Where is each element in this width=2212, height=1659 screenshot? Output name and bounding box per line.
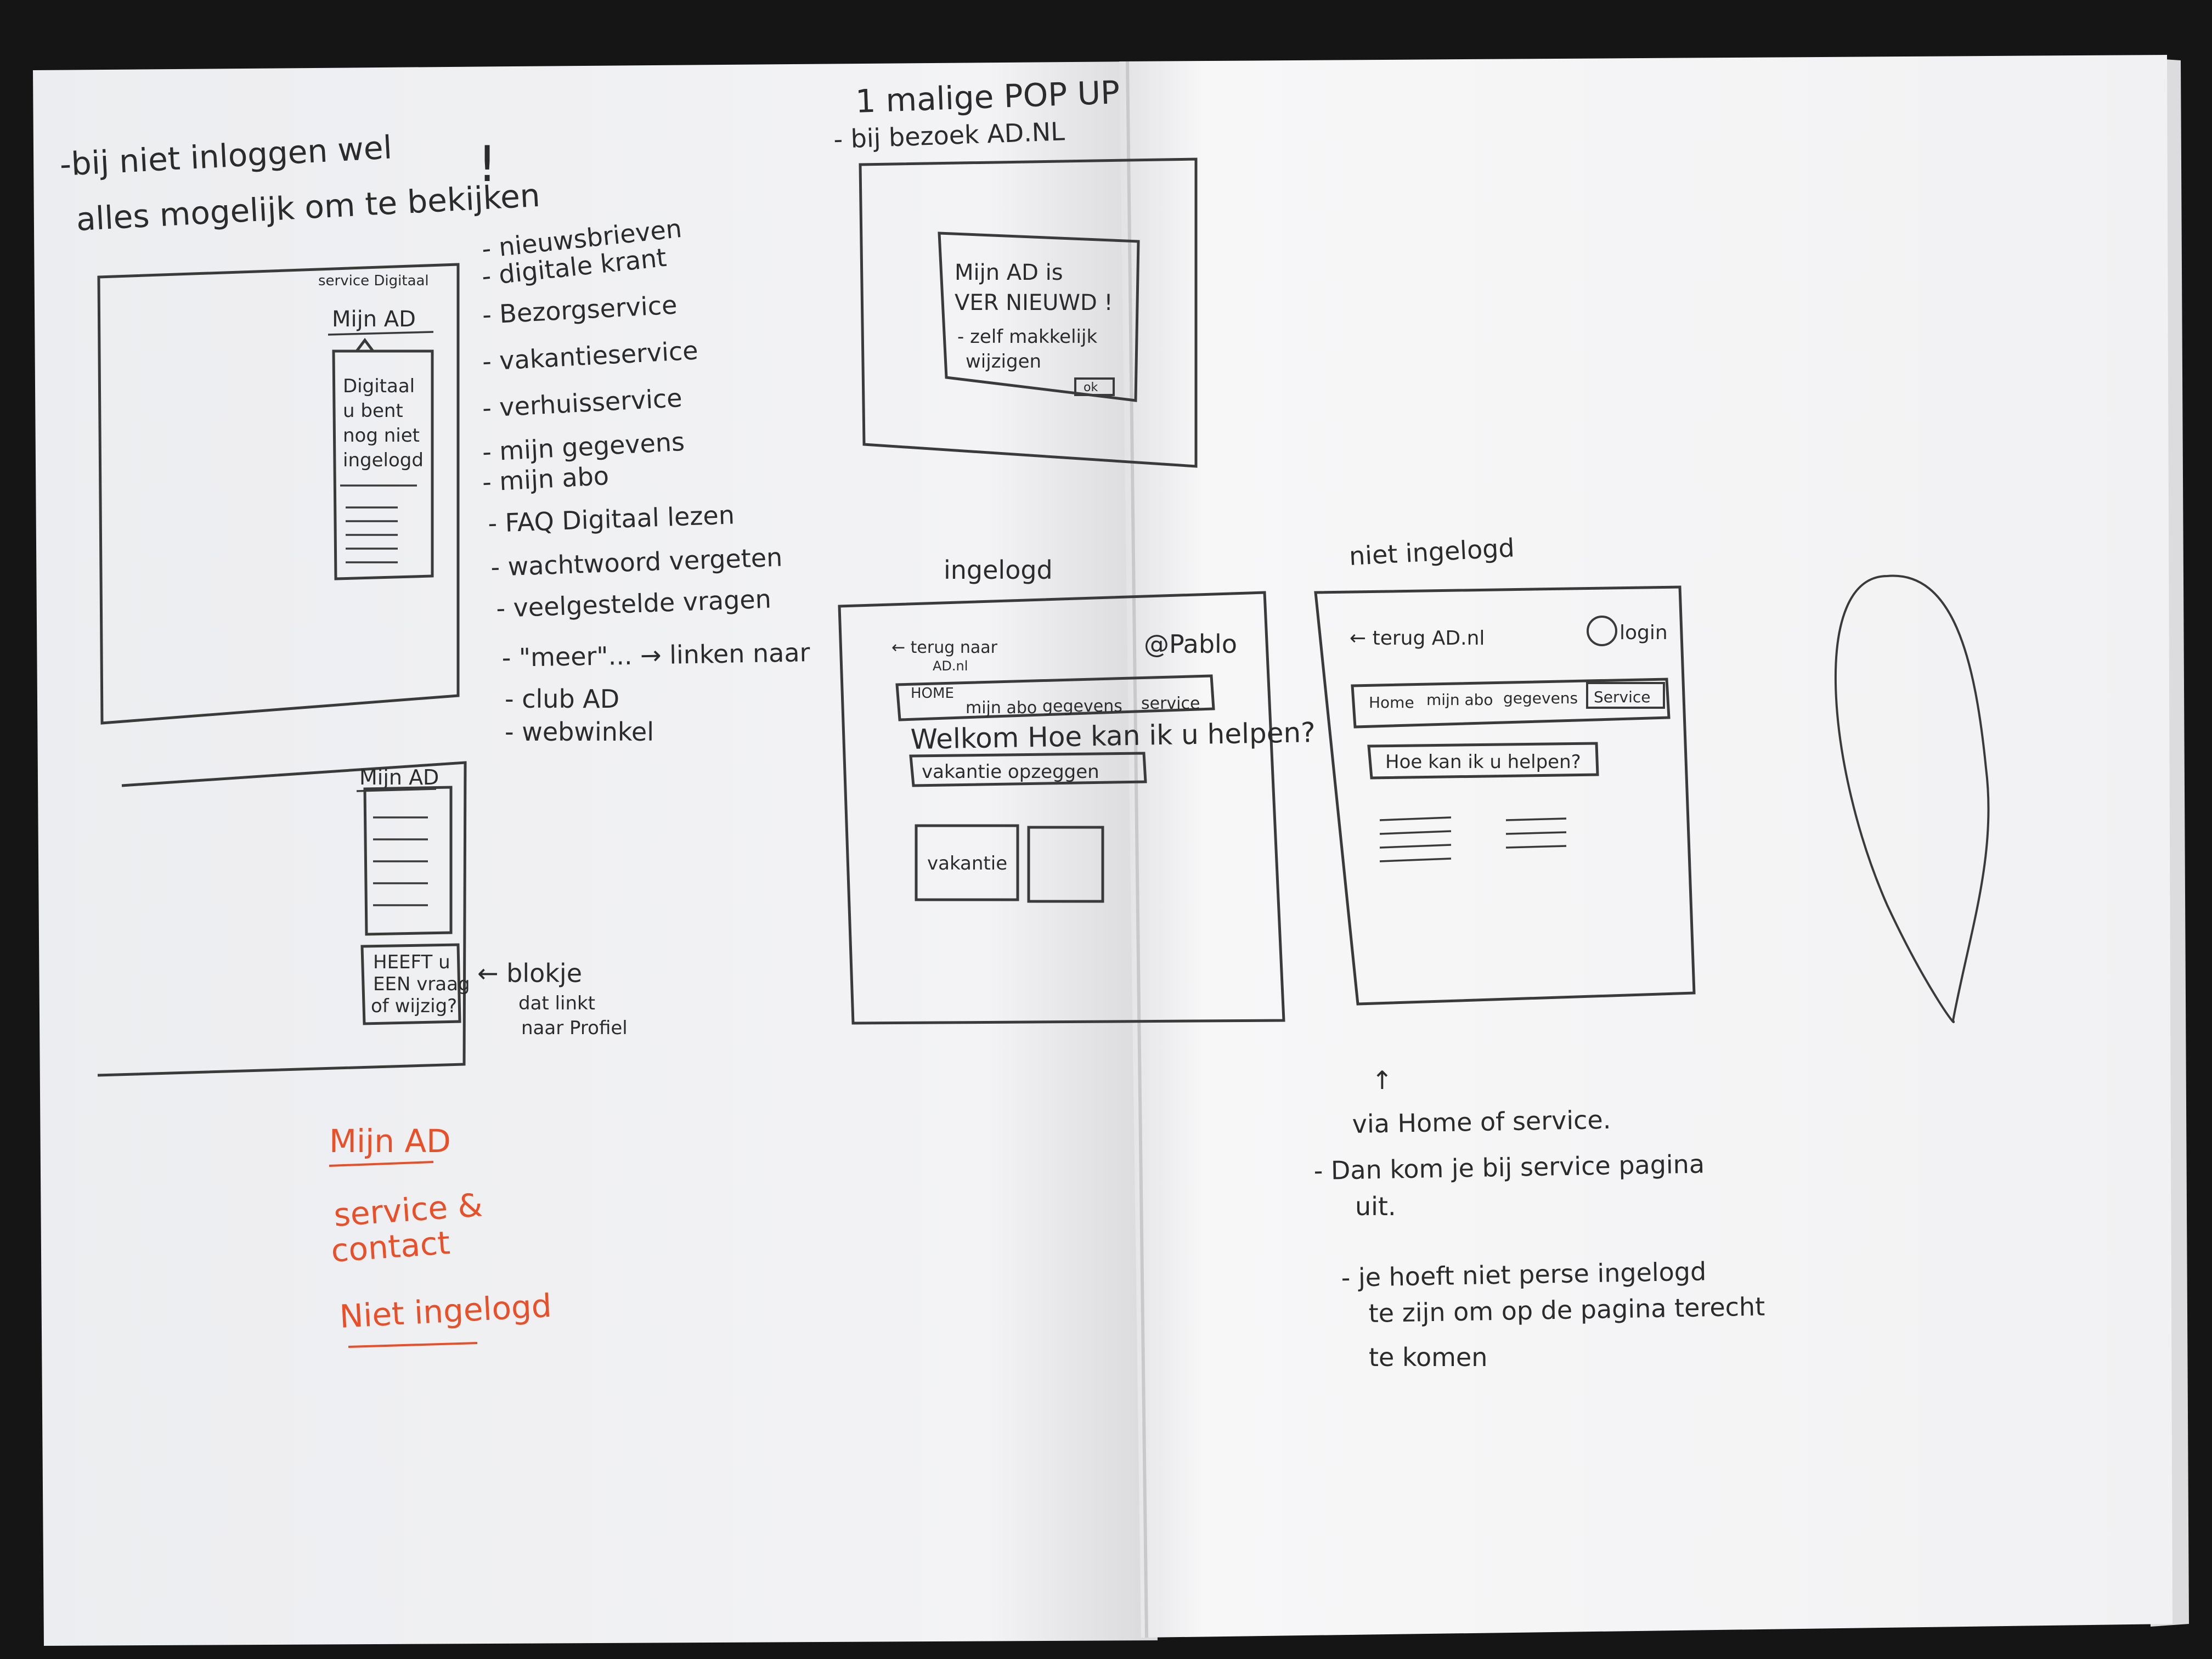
logged-in-search: vakantie opzeggen xyxy=(909,752,1147,787)
popup-line-2: VER NIEUWD ! xyxy=(955,290,1113,315)
sketch2-annotation-1: ← blokje xyxy=(477,958,582,988)
menu-item: - club AD xyxy=(505,684,619,714)
user-icon xyxy=(1587,616,1617,646)
sketch2-annotation-3: naar Profiel xyxy=(521,1017,628,1039)
logged-in-welcome: Welkom Hoe kan ik u helpen? xyxy=(910,716,1316,755)
sketch1-dropdown-panel: Digitaal u bent nog niet ingelogd xyxy=(332,337,434,580)
paper-sheet xyxy=(33,55,2189,1646)
nav-service-highlight xyxy=(1586,682,1665,709)
panel-line-3: nog niet xyxy=(343,425,420,447)
left-page xyxy=(33,61,1158,1646)
header-exclamation: ! xyxy=(477,136,497,193)
not-logged-in-nav-bar: Home mijn abo gegevens Service xyxy=(1351,678,1671,729)
red-note-mijn-ad: Mijn AD xyxy=(329,1122,451,1160)
menu-item: - webwinkel xyxy=(505,717,654,747)
panel-line-1: Digitaal xyxy=(343,375,415,397)
nav-home: HOME xyxy=(911,685,954,702)
nav-service: service xyxy=(1141,694,1200,713)
logged-in-back-link-2: AD.nl xyxy=(933,658,968,674)
not-logged-in-search-text: Hoe kan ik u helpen? xyxy=(1385,751,1581,773)
popup-ok-label: ok xyxy=(1084,381,1098,394)
nav-mijn-abo: mijn abo xyxy=(1426,691,1493,709)
right-page xyxy=(1119,55,2172,1638)
not-logged-in-login: login xyxy=(1620,622,1668,644)
note-line-3: uit. xyxy=(1355,1192,1396,1221)
right-notes: ↑ via Home of service. - Dan kom je bij … xyxy=(1313,1065,1765,1372)
panel-line-4: ingelogd xyxy=(343,449,424,471)
sketch1-top-link: service Digitaal xyxy=(318,273,429,289)
sketch2-question-card: HEEFT u EEN vraag of wijzig? xyxy=(360,943,470,1025)
popup-line-1: Mijn AD is xyxy=(955,260,1063,285)
page-fold xyxy=(1126,61,1148,1638)
logged-in-tile-vakantie xyxy=(915,824,1019,901)
popup-ok-button xyxy=(1074,377,1115,396)
note-line-2: - Dan kom je bij service pagina xyxy=(1313,1149,1705,1186)
nav-gegevens: gegevens xyxy=(1042,697,1122,716)
menu-item: - mijn abo xyxy=(482,461,610,497)
nav-mijn-abo: mijn abo xyxy=(966,698,1037,718)
card-line-3: of wijzig? xyxy=(371,995,457,1017)
card-line-2: EEN vraag xyxy=(373,973,470,995)
logged-in-nav-bar: HOME mijn abo gegevens service xyxy=(895,674,1215,721)
tile-vakantie-label: vakantie xyxy=(927,853,1007,874)
nav-gegevens: gegevens xyxy=(1503,689,1578,707)
wireframe-sketch-2: Mijn AD HEEFT u EEN vraag of wijzig? ← b… xyxy=(97,761,628,1077)
red-notes: Mijn AD service & contact Niet ingelogd xyxy=(329,1122,552,1348)
logged-in-tile-empty xyxy=(1027,826,1104,903)
popup-line-4: wijzigen xyxy=(966,351,1041,373)
sketch2-annotation-2: dat linkt xyxy=(518,992,595,1014)
note-line-1: via Home of service. xyxy=(1352,1105,1611,1139)
red-note-contact: contact xyxy=(330,1224,451,1269)
note-line-5: te zijn om op de pagina terecht xyxy=(1368,1291,1765,1328)
note-arrow: ↑ xyxy=(1372,1065,1393,1095)
not-logged-in-wireframe: niet ingelogd ← terug AD.nl login Home m… xyxy=(1314,533,1696,1006)
note-line-6: te komen xyxy=(1369,1342,1487,1372)
logged-in-wireframe: ingelogd ← terug naar AD.nl @Pablo HOME … xyxy=(838,555,1316,1025)
sketch1-nav-label: Mijn AD xyxy=(332,307,416,332)
card-line-1: HEEFT u xyxy=(373,951,450,973)
not-logged-in-search: Hoe kan ik u helpen? xyxy=(1367,742,1599,780)
logged-in-back-link: ← terug naar xyxy=(891,638,998,657)
oval-doodle xyxy=(1834,574,1990,1023)
menu-item: - "meer"... → linken naar xyxy=(501,637,810,673)
logged-in-user: @Pablo xyxy=(1144,629,1237,659)
popup-line-3: - zelf makkelijk xyxy=(957,326,1097,348)
panel-line-2: u bent xyxy=(343,400,403,422)
note-line-4: - je hoeft niet perse ingelogd xyxy=(1341,1256,1706,1293)
not-logged-in-back-link: ← terug AD.nl xyxy=(1350,627,1485,650)
nav-home: Home xyxy=(1369,693,1414,712)
popup-dialog: Mijn AD is VER NIEUWD ! - zelf makkelijk… xyxy=(938,232,1140,402)
logged-in-label: ingelogd xyxy=(944,555,1053,585)
popup-title-1: 1 malige POP UP xyxy=(855,74,1120,120)
logged-in-search-text: vakantie opzeggen xyxy=(922,761,1099,783)
wireframe-sketch-1: service Digitaal Mijn AD Digitaal u bent… xyxy=(97,263,460,725)
nav-service: Service xyxy=(1594,688,1650,706)
popup-wireframe: Mijn AD is VER NIEUWD ! - zelf makkelijk… xyxy=(859,157,1198,468)
sketch2-nav-label: Mijn AD xyxy=(359,765,439,789)
